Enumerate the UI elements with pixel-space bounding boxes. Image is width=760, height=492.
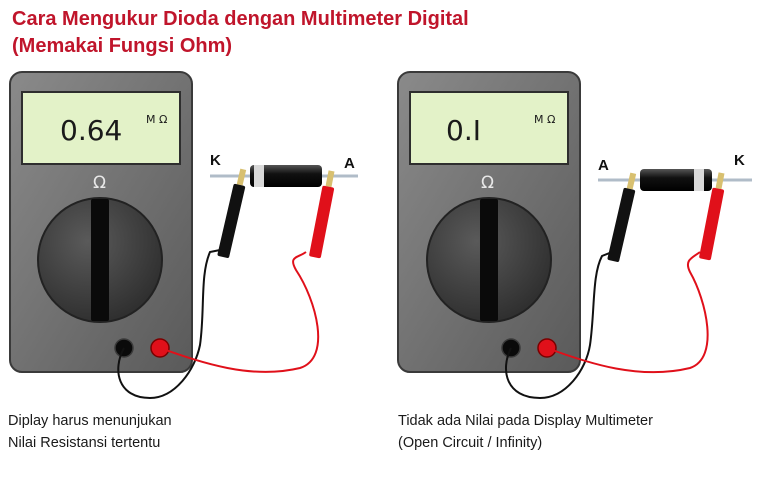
cathode-band (694, 169, 704, 191)
ohm-symbol: Ω (481, 173, 494, 193)
red-probe-right (699, 172, 725, 261)
dial-pointer (480, 199, 498, 321)
display-value: 0.64 (60, 114, 122, 147)
black-lead-wire (504, 251, 613, 400)
caption-left-line1: Diplay harus menunjukan (8, 413, 172, 429)
meter-display (21, 91, 181, 165)
red-lead-wire (159, 251, 320, 373)
multimeter-right: 0.I M Ω Ω (397, 71, 581, 373)
caption-left-line2: Nilai Resistansi tertentu (8, 435, 161, 451)
label-a: A (344, 155, 355, 172)
black-probe-left (217, 168, 247, 258)
caption-right-line2: (Open Circuit / Infinity) (398, 435, 543, 451)
display-unit: M Ω (146, 113, 167, 126)
label-k: K (210, 152, 221, 169)
diode-right: A K (598, 152, 752, 191)
black-probe-right (607, 172, 637, 262)
display-unit: M Ω (534, 113, 555, 126)
multimeter-left: 0.64 M Ω Ω (9, 71, 193, 373)
display-value: 0.I (446, 114, 481, 147)
label-a: A (598, 157, 609, 174)
diode-left: K A (210, 152, 358, 187)
diode-body (250, 165, 322, 187)
ohm-symbol: Ω (93, 173, 106, 193)
meter-display (409, 91, 569, 165)
red-lead-wire (546, 251, 709, 374)
page-title-line1: Cara Mengukur Dioda dengan Multimeter Di… (12, 8, 469, 30)
black-lead-wire (117, 249, 221, 400)
cathode-band (254, 165, 264, 187)
red-probe-left (309, 170, 335, 259)
page-title-line2: (Memakai Fungsi Ohm) (12, 35, 233, 57)
dial-pointer (91, 199, 109, 321)
label-k: K (734, 152, 745, 169)
caption-right-line1: Tidak ada Nilai pada Display Multimeter (398, 413, 653, 429)
